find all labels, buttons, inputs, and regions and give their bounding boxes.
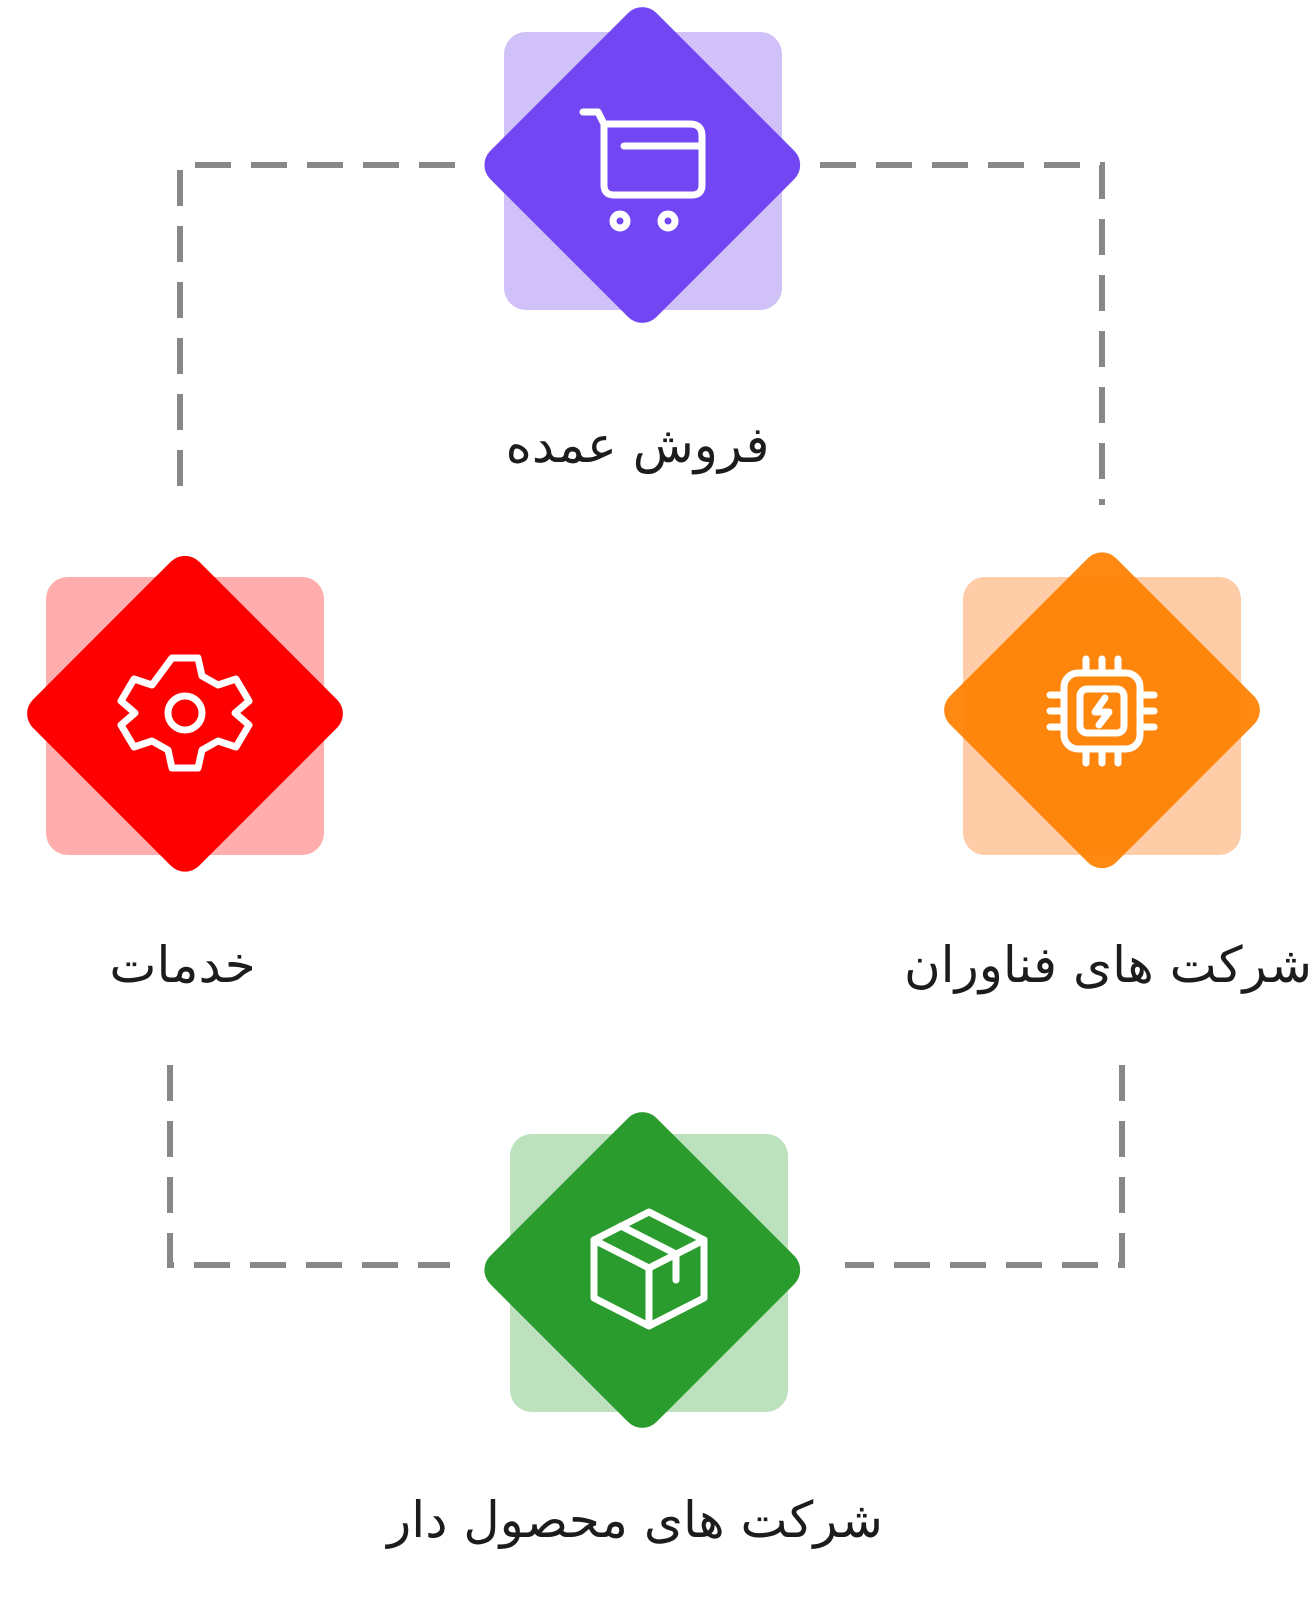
gear-icon <box>117 654 253 772</box>
node-wholesale <box>484 7 801 323</box>
node-product-diamond <box>484 1112 801 1428</box>
node-label-wholesale: فروش عمده <box>505 416 770 474</box>
node-tech <box>944 552 1260 869</box>
shopping-cart-icon <box>579 108 706 232</box>
package-box-icon <box>590 1208 708 1330</box>
node-product <box>484 1112 801 1428</box>
node-services <box>27 555 343 872</box>
connector-services-product <box>167 1065 450 1268</box>
connector-tech-product <box>845 1065 1125 1268</box>
cpu-chip-icon <box>1046 655 1158 767</box>
node-services-diamond <box>27 555 343 872</box>
node-label-tech: شرکت های فناوران <box>903 936 1312 994</box>
dashed-connectors <box>167 162 1125 1268</box>
node-label-services: خدمات <box>109 936 256 994</box>
node-label-product: شرکت های محصول دار <box>387 1491 883 1549</box>
connector-wholesale-services <box>177 162 455 505</box>
connector-wholesale-tech <box>820 162 1105 505</box>
node-wholesale-diamond <box>484 7 801 323</box>
